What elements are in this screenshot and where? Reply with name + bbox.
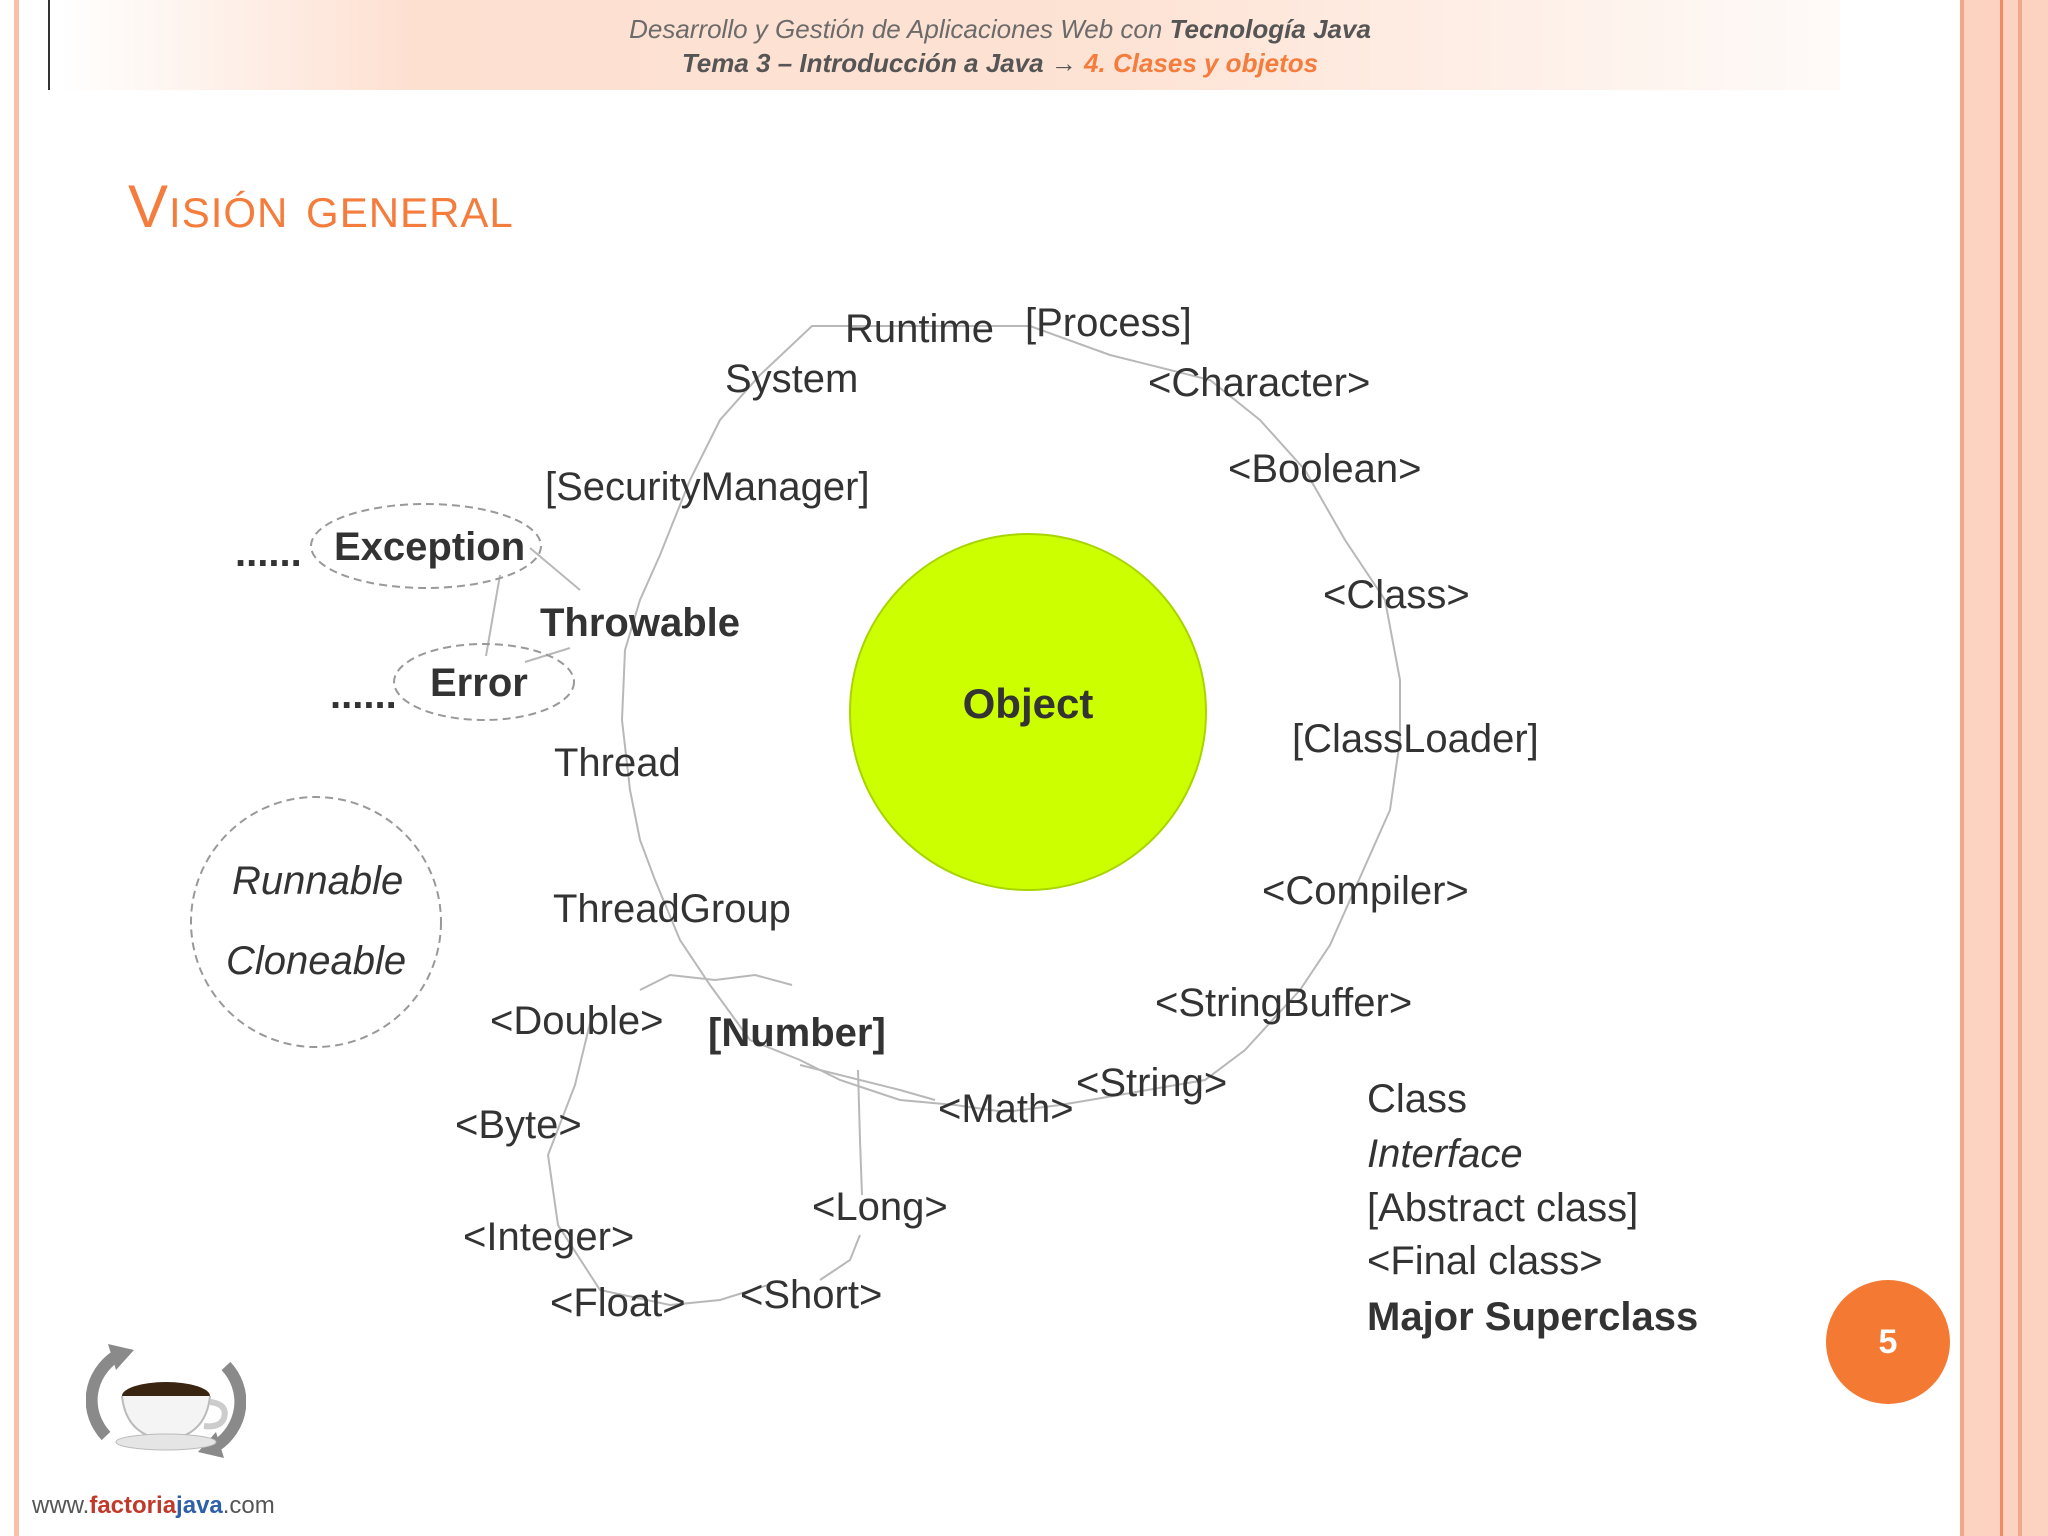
node-runnable: Runnable — [232, 859, 403, 903]
arrow-right-icon: → — [1050, 48, 1077, 78]
legend-final-class: <Final class> — [1367, 1239, 1603, 1283]
header-topic-highlight: 4. Clases y objetos — [1084, 48, 1319, 78]
node-threadgroup: ThreadGroup — [553, 887, 791, 931]
right-decor-band — [1960, 0, 2048, 1536]
node-double: <Double> — [490, 999, 663, 1043]
url-java: java — [176, 1492, 223, 1519]
coffee-cup-logo-icon — [85, 1336, 247, 1466]
node-boolean: <Boolean> — [1228, 447, 1422, 491]
legend-abstract-class: [Abstract class] — [1367, 1186, 1638, 1230]
node-class: <Class> — [1323, 573, 1470, 617]
edge-number-long — [857, 1069, 863, 1196]
edge-number-hub — [639, 973, 793, 991]
header-course-bold: Tecnología Java — [1169, 14, 1371, 44]
slide-title: Visión general — [128, 173, 514, 240]
legend-major-superclass: Major Superclass — [1367, 1295, 1698, 1339]
node-thread: Thread — [554, 741, 681, 785]
node-number: [Number] — [708, 1011, 886, 1055]
right-decor-line — [2018, 0, 2022, 1536]
node-exception: Exception — [334, 525, 525, 569]
node-stringbuffer: <StringBuffer> — [1155, 981, 1412, 1025]
object-circle — [849, 533, 1207, 891]
object-label: Object — [963, 680, 1094, 727]
node-byte: <Byte> — [455, 1103, 582, 1147]
footer-website-link[interactable]: www.factoriajava.com — [32, 1492, 275, 1520]
right-decor-line — [2000, 0, 2003, 1536]
node-cloneable: Cloneable — [226, 939, 406, 983]
node-process: [Process] — [1025, 301, 1192, 345]
node-error: Error — [430, 661, 528, 705]
header-topic-prefix: Tema 3 – Introducción a Java — [681, 48, 1051, 78]
header-course-prefix: Desarrollo y Gestión de Aplicaciones Web… — [629, 14, 1170, 44]
node-throwable: Throwable — [540, 601, 740, 645]
edge-exception-error — [485, 574, 501, 657]
node-classloader: [ClassLoader] — [1292, 717, 1539, 761]
legend-class: Class — [1367, 1077, 1467, 1121]
node-security-manager: [SecurityManager] — [545, 465, 870, 509]
node-math: <Math> — [938, 1087, 1074, 1131]
page-number-badge: 5 — [1826, 1280, 1950, 1404]
url-factoria: factoria — [89, 1492, 177, 1519]
error-ellipse — [393, 643, 575, 721]
header-tick — [48, 0, 50, 90]
node-runtime: Runtime — [845, 307, 994, 351]
class-ring-line — [620, 325, 1401, 1114]
exception-dots: ...... — [235, 531, 302, 575]
interfaces-circle — [190, 796, 442, 1048]
node-long: <Long> — [812, 1185, 948, 1229]
header-band — [60, 0, 1840, 90]
node-compiler: <Compiler> — [1262, 869, 1469, 913]
legend-interface: Interface — [1367, 1132, 1523, 1176]
edge-exception-throwable — [529, 547, 581, 591]
node-system: System — [725, 357, 858, 401]
edge-number-math — [799, 1064, 936, 1101]
node-short: <Short> — [740, 1273, 882, 1317]
url-prefix: www. — [32, 1492, 90, 1519]
node-float: <Float> — [550, 1281, 686, 1325]
node-integer: <Integer> — [463, 1215, 634, 1259]
node-string: <String> — [1076, 1061, 1227, 1105]
java-class-diagram: Object Runtime [Process] System <Charact… — [190, 301, 1698, 1339]
header-topic: Tema 3 – Introducción a Java → 4. Clases… — [0, 48, 2000, 79]
node-character: <Character> — [1148, 361, 1370, 405]
edge-number-wrappers-left — [546, 1014, 769, 1307]
header-course-title: Desarrollo y Gestión de Aplicaciones Web… — [0, 14, 2000, 45]
right-decor-line — [1960, 0, 1964, 1536]
left-decor-line — [14, 0, 19, 1536]
url-suffix: .com — [222, 1492, 275, 1519]
error-dots: ...... — [330, 673, 397, 717]
exception-ellipse — [310, 503, 542, 589]
edge-long-short — [819, 1234, 861, 1281]
